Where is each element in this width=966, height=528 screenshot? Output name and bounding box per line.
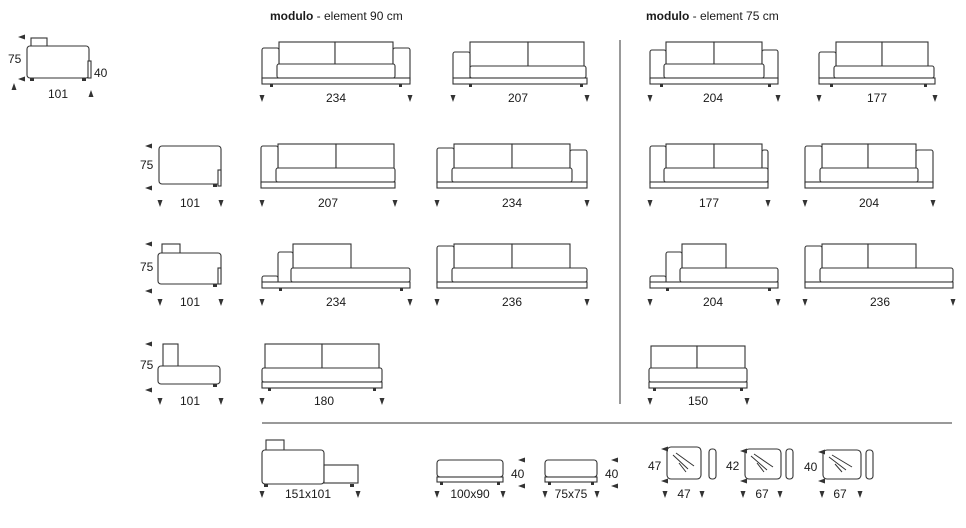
dim-r2-d4: 204 <box>859 196 879 210</box>
back-cushion-icon <box>278 41 336 67</box>
sofa-236-75: 236 <box>802 243 956 309</box>
side-view-r4: 75 101 <box>140 341 224 408</box>
dim-r2-depth: 101 <box>180 196 200 210</box>
header-75-bold: modulo <box>646 9 690 23</box>
sofa-207-90-corner: 207 <box>259 143 398 210</box>
dim-pouf-small-w: 75x75 <box>555 487 588 501</box>
dim-r3-d1: 234 <box>326 295 346 309</box>
sofa-177-75-r2: 177 <box>647 143 771 210</box>
pouf-75x75: 40 75x75 <box>542 457 619 501</box>
dim-r3-d3: 204 <box>703 295 723 309</box>
sofa-204-75-r2: 204 <box>802 143 936 210</box>
side-view-r2: 75 101 <box>140 143 224 210</box>
dim-r4-height: 75 <box>140 358 154 372</box>
dim-r4-d1: 180 <box>314 394 334 408</box>
cushion-47x47: 47 47 <box>648 446 717 501</box>
dim-cushion1-h: 47 <box>648 459 662 473</box>
dim-chaise: 151x101 <box>285 487 331 501</box>
dim-cushion2-w: 67 <box>755 487 769 501</box>
dim-cushion3-w: 67 <box>833 487 847 501</box>
dim-r2-d3: 177 <box>699 196 719 210</box>
legend-depth-label: 101 <box>48 87 68 101</box>
dim-r4-d3: 150 <box>688 394 708 408</box>
header-90-bold: modulo <box>270 9 314 23</box>
dim-r2-d1: 207 <box>318 196 338 210</box>
chaise-151x101: 151x101 <box>259 439 361 501</box>
header-90-rest: - element 90 cm <box>313 9 403 23</box>
sofa-234-90-r2: 234 <box>434 143 590 210</box>
armless-180-90: 180 <box>259 343 385 408</box>
dim-r3-d2: 236 <box>502 295 522 309</box>
legend-module: 75 40 101 <box>8 34 108 101</box>
sofa-234-90: 234 <box>259 41 413 105</box>
pouf-100x90: 40 100x90 <box>434 457 525 501</box>
dim-r3-d4: 236 <box>870 295 890 309</box>
armless-150-75: 150 <box>647 345 750 408</box>
dim-pouf-large-w: 100x90 <box>450 487 490 501</box>
legend-height-label: 75 <box>8 52 22 66</box>
sofa-236-90: 236 <box>434 243 590 309</box>
sofa-177-75: 177 <box>816 41 938 105</box>
dim-cushion1-w: 47 <box>677 487 691 501</box>
dim-r1-d2: 207 <box>508 91 528 105</box>
dim-cushion3-h: 40 <box>804 460 818 474</box>
dim-r3-depth: 101 <box>180 295 200 309</box>
chaise-204-75: 204 <box>647 243 781 309</box>
dim-r2-d2: 234 <box>502 196 522 210</box>
header-90cm: modulo - element 90 cm <box>270 9 403 23</box>
legend-seat-icon <box>26 45 90 79</box>
chaise-234-90: 234 <box>259 243 413 309</box>
cushion-42x67: 42 67 <box>726 448 794 501</box>
dim-r3-height: 75 <box>140 260 154 274</box>
header-75cm: modulo - element 75 cm <box>646 9 779 23</box>
dim-r4-depth: 101 <box>180 394 200 408</box>
sofa-204-75: 204 <box>647 41 781 105</box>
dim-r1-d1: 234 <box>326 91 346 105</box>
legend-seat-label: 40 <box>94 66 108 80</box>
side-view-r3: 75 101 <box>140 241 224 309</box>
dim-r1-d3: 204 <box>703 91 723 105</box>
cushion-40x67: 40 67 <box>804 449 874 501</box>
dim-r2-height: 75 <box>140 158 154 172</box>
header-75-rest: - element 75 cm <box>689 9 779 23</box>
dim-pouf-small-h: 40 <box>605 467 619 481</box>
dim-pouf-large-h: 40 <box>511 467 525 481</box>
dim-cushion2-h: 42 <box>726 459 740 473</box>
dim-r1-d4: 177 <box>867 91 887 105</box>
cushion-icon <box>666 446 702 480</box>
sofa-207-90: 207 <box>450 41 590 105</box>
